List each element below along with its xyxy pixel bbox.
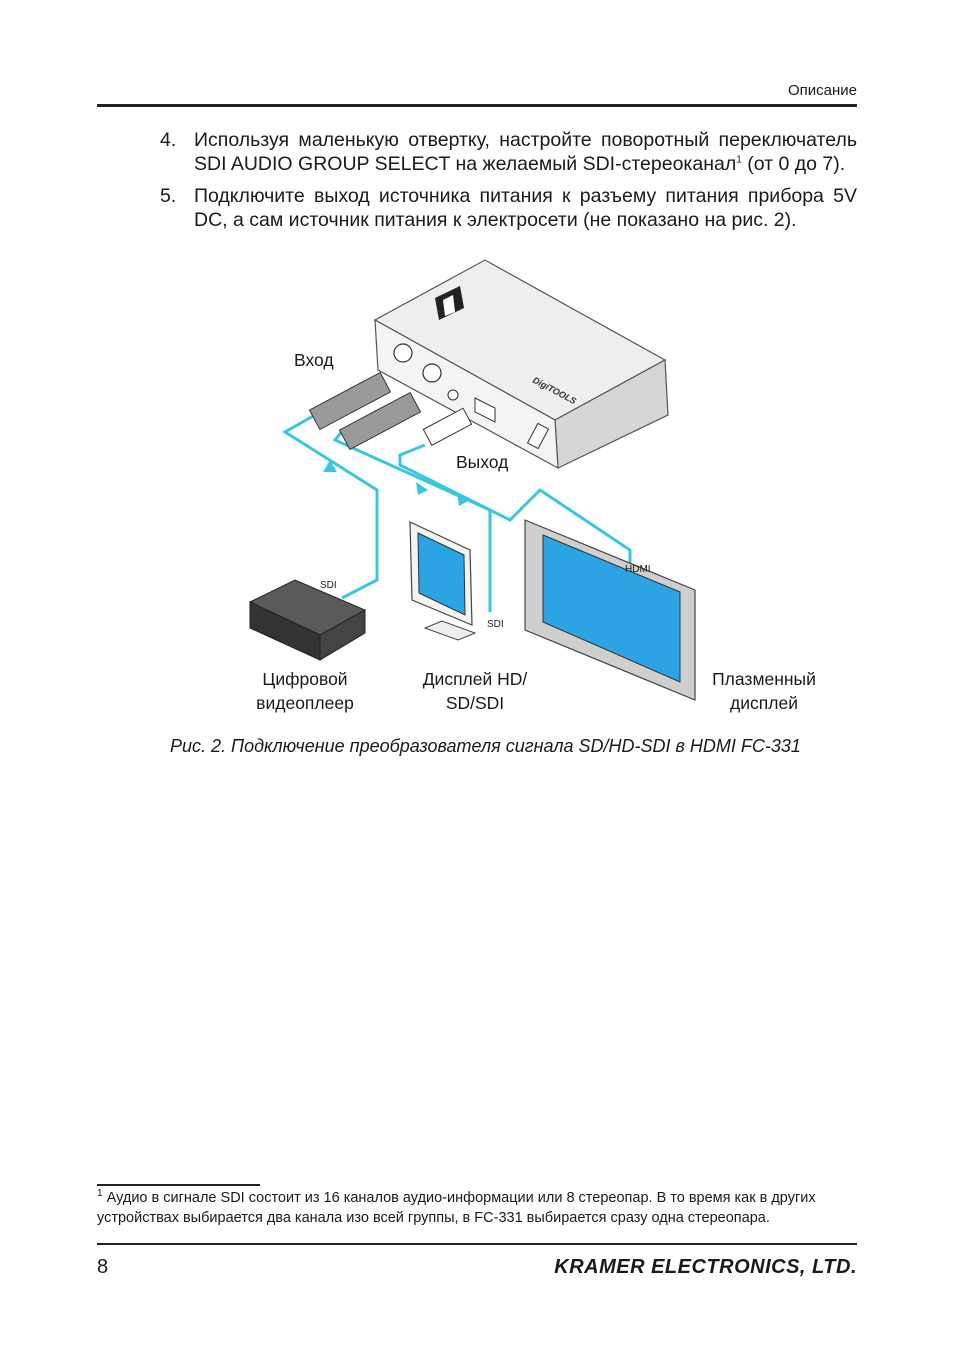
step-4: 4. Используя маленькую отвертку, настрой… xyxy=(160,128,857,178)
header-divider xyxy=(97,104,857,107)
footnote-mark: 1 xyxy=(97,1188,103,1200)
hdmi-port-icon xyxy=(474,397,496,423)
player-caption-line: Цифровой xyxy=(262,669,348,689)
power-jack-icon xyxy=(526,422,550,450)
step-text-line: Используя маленькую отвертку, настройте … xyxy=(194,129,857,151)
rotary-switch-icon xyxy=(447,389,459,401)
step-5: 5. Подключите выход источника питания к … xyxy=(160,184,857,234)
footnote-ref: 1 xyxy=(736,154,742,166)
step-text-line: Подключите выход источника питания к раз… xyxy=(194,185,857,207)
step-text-line: SDI AUDIO GROUP SELECT на желаемый SDI-с… xyxy=(194,152,857,176)
arrow-right-icon xyxy=(416,482,428,495)
kramer-logo-icon xyxy=(435,286,464,320)
hdmi-port-label: HDMI xyxy=(625,564,651,575)
converter-device: DigiTOOLS xyxy=(373,259,669,470)
arrow-right-icon xyxy=(457,492,470,506)
step-text: SDI AUDIO GROUP SELECT на желаемый SDI-с… xyxy=(194,153,737,175)
footnote-divider xyxy=(97,1184,260,1186)
display-caption-line: Дисплей HD/ xyxy=(422,669,528,689)
output-label: Выход xyxy=(456,452,509,472)
plasma-caption-line: Плазменный xyxy=(712,669,816,689)
step-number: 4. xyxy=(160,129,177,151)
figure-caption: Рис. 2. Подключение преобразователя сигн… xyxy=(170,736,801,756)
display-caption: Дисплей HD/ SD/SDI xyxy=(405,667,545,715)
hdmi-connector xyxy=(422,407,473,446)
bnc-input-connector xyxy=(308,371,392,431)
footer-divider xyxy=(97,1243,857,1245)
input-label: Вход xyxy=(294,350,334,370)
footnote: 1 Аудио в сигнале SDI состоит из 16 кана… xyxy=(97,1188,857,1228)
sdi-in-port-icon xyxy=(393,343,413,363)
plasma-caption-line: дисплей xyxy=(730,693,798,713)
player-caption: Цифровой видеоплеер xyxy=(240,667,370,715)
diagram-illustration: DigiTOOLS xyxy=(248,259,696,701)
cables xyxy=(282,413,632,612)
step-text-line: DC, а сам источник питания к электросети… xyxy=(194,209,797,231)
sdi-out-port-icon xyxy=(422,363,442,383)
signal-arrows xyxy=(323,460,470,506)
plasma-display-device xyxy=(524,519,696,701)
running-header: Описание xyxy=(787,82,857,99)
page-number: 8 xyxy=(97,1256,109,1278)
monitor-device xyxy=(409,521,477,641)
video-player-device xyxy=(248,579,367,661)
connection-diagram: DigiTOOLS xyxy=(240,250,840,720)
plasma-caption: Плазменный дисплей xyxy=(700,667,828,715)
sdi-port-label: SDI xyxy=(487,619,504,630)
player-caption-line: видеоплеер xyxy=(256,693,354,713)
step-text: (от 0 до 7). xyxy=(741,153,846,175)
arrow-up-icon xyxy=(323,460,337,472)
sdi-port-label: SDI xyxy=(320,580,337,591)
display-caption-line: SD/SDI xyxy=(445,693,505,713)
step-number: 5. xyxy=(160,185,177,207)
footer-brand: KRAMER ELECTRONICS, LTD. xyxy=(554,1256,857,1278)
footnote-text: Аудио в сигнале SDI состоит из 16 канало… xyxy=(97,1190,816,1226)
bnc-output-connector xyxy=(338,391,422,451)
